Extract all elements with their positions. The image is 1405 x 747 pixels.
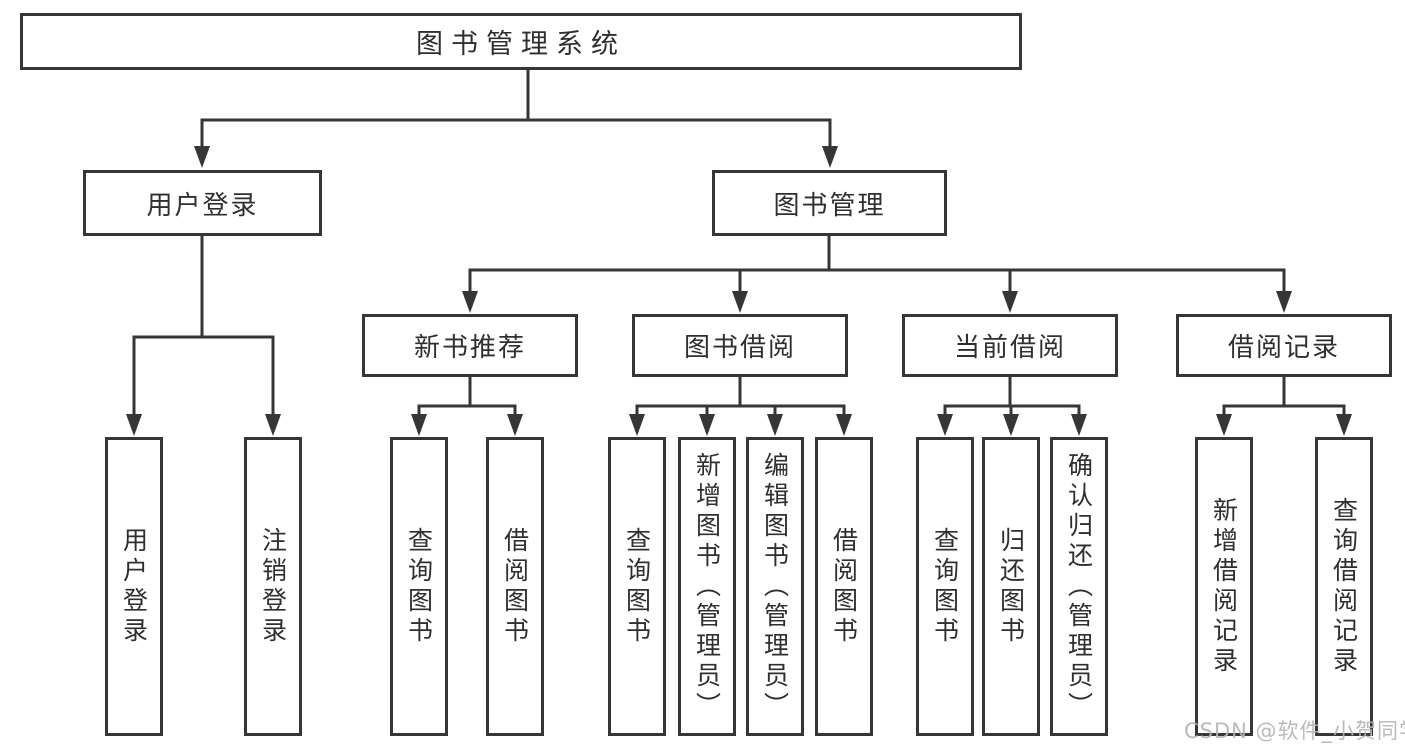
node-book-management: 图书管理	[712, 170, 947, 236]
node-edit-books-admin: 编辑图书（管理员）	[746, 437, 804, 736]
arrow-down-icon	[836, 414, 852, 436]
node-new-book-recommend: 新书推荐	[362, 314, 578, 377]
connector-current-borrow-split	[943, 377, 1081, 416]
arrow-down-icon	[1071, 414, 1087, 436]
node-user-login-leaf: 用户登录	[105, 437, 163, 736]
node-borrow-books-recommend: 借阅图书	[486, 437, 544, 736]
node-current-borrow: 当前借阅	[902, 314, 1118, 377]
arrow-down-icon	[507, 414, 523, 436]
node-book-borrow: 图书借阅	[632, 314, 848, 377]
node-borrow-record: 借阅记录	[1176, 314, 1392, 377]
arrow-down-icon	[265, 414, 281, 436]
arrow-down-icon	[1336, 414, 1352, 436]
arrow-down-icon	[126, 414, 142, 436]
connector-root-split	[200, 70, 832, 148]
connector-book-borrow-split	[635, 377, 846, 416]
arrow-down-icon	[937, 414, 953, 436]
arrow-down-icon	[411, 414, 427, 436]
arrow-down-icon	[629, 414, 645, 436]
arrow-down-icon	[1002, 291, 1018, 313]
connector-user-login-split	[132, 236, 275, 416]
arrow-down-icon	[699, 414, 715, 436]
connector-new-book-split	[417, 377, 517, 416]
node-user-login: 用户登录	[83, 170, 322, 236]
arrow-down-icon	[767, 414, 783, 436]
arrow-down-icon	[194, 146, 210, 168]
node-logout: 注销登录	[244, 437, 302, 736]
node-query-borrow-record: 查询借阅记录	[1315, 437, 1373, 736]
node-query-books-recommend: 查询图书	[390, 437, 448, 736]
arrowheads	[126, 146, 1352, 436]
csdn-watermark: CSDN @软件_小贺同学	[1184, 719, 1405, 743]
node-borrow-books: 借阅图书	[815, 437, 873, 736]
arrow-down-icon	[1216, 414, 1232, 436]
connector-borrow-record-split	[1222, 377, 1346, 416]
node-query-books-current: 查询图书	[916, 437, 974, 736]
node-confirm-return-admin: 确认归还（管理员）	[1050, 437, 1108, 736]
node-query-books-borrow: 查询图书	[608, 437, 666, 736]
arrow-down-icon	[1003, 414, 1019, 436]
node-library-management-system: 图书管理系统	[20, 13, 1022, 70]
arrow-down-icon	[1276, 291, 1292, 313]
node-add-books-admin: 新增图书（管理员）	[678, 437, 736, 736]
arrow-down-icon	[822, 146, 838, 168]
arrow-down-icon	[732, 291, 748, 313]
node-return-books: 归还图书	[982, 437, 1040, 736]
connector-segments	[132, 70, 1346, 416]
node-add-borrow-record: 新增借阅记录	[1195, 437, 1253, 736]
arrow-down-icon	[462, 291, 478, 313]
connector-book-management-split	[468, 236, 1286, 293]
